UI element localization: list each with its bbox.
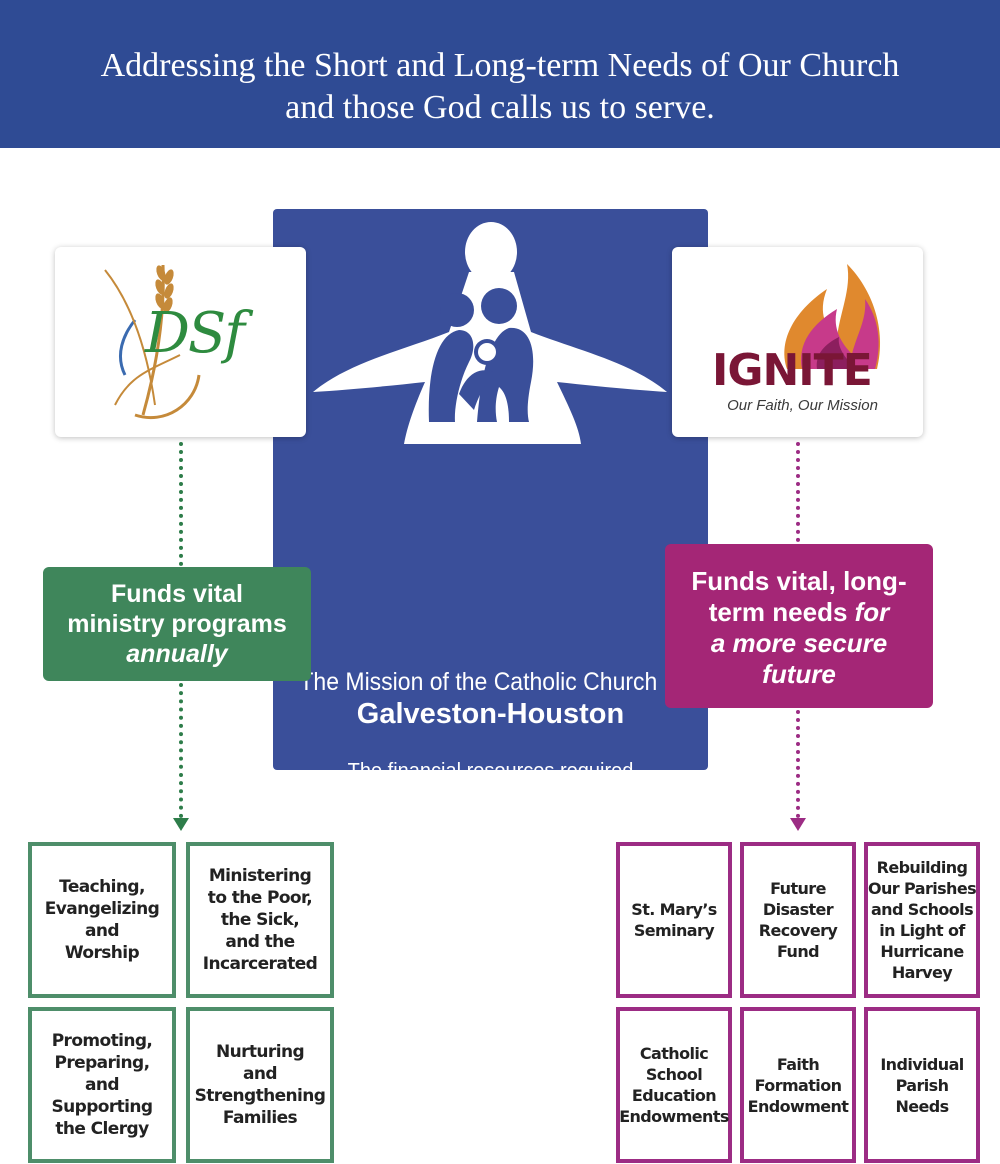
mission-title-line-1: The Mission of the Catholic Church in	[299, 668, 682, 696]
cell-line: Parish	[895, 1075, 949, 1095]
cell-line: the Sick,	[220, 910, 300, 930]
dsf-connector-top	[179, 442, 183, 566]
cell-line: Preparing,	[54, 1053, 151, 1073]
dsf-connector-bottom	[179, 683, 183, 818]
cell-line: St. Mary’s	[631, 900, 717, 919]
flame-cross-icon	[784, 264, 881, 369]
christ-embracing-family-icon	[313, 222, 667, 444]
cell-line: and Schools	[870, 900, 974, 919]
cell-line: and	[85, 921, 120, 941]
cell-line: Promoting,	[51, 1031, 153, 1051]
ignite-fund-line-2-text: term needs	[708, 597, 855, 627]
ignite-fund-line-3: a more secure	[710, 628, 888, 658]
ignite-item-parish-needs: Individual Parish Needs	[864, 1007, 980, 1163]
ignite-fund-line-4: future	[762, 659, 836, 689]
cell-line: Rebuilding	[876, 858, 968, 877]
dsf-item-clergy: Promoting, Preparing, and Supporting the…	[28, 1007, 176, 1163]
ignite-arrow-icon	[790, 818, 806, 831]
dsf-item-teaching: Teaching, Evangelizing and Worship	[28, 842, 176, 998]
ignite-connector-top	[796, 442, 800, 542]
cell-line: Nurturing	[215, 1042, 305, 1062]
mission-body-line: generous support	[412, 882, 569, 904]
ignite-fund-line-1: Funds vital, long-	[691, 566, 907, 596]
cell-line: Endowments	[619, 1107, 729, 1126]
cell-line: Harvey	[891, 963, 953, 982]
cell-line: Ministering	[208, 866, 312, 886]
dsf-logo-text: DSf	[145, 301, 245, 366]
cell-line: Disaster	[762, 900, 834, 919]
dsf-fund-line-3: annually	[126, 640, 228, 668]
dsf-item-ministering: Ministering to the Poor, the Sick, and t…	[186, 842, 334, 998]
banner-line-1: Addressing the Short and Long-term Needs…	[100, 47, 900, 84]
ignite-item-faith-formation: Faith Formation Endowment	[740, 1007, 856, 1163]
ignite-fund-line-2-italic: for	[854, 597, 890, 627]
cell-line: in Light of	[879, 921, 965, 940]
cell-line: Hurricane	[880, 942, 964, 961]
ignite-fund-line-2: term needs for	[665, 597, 933, 628]
dsf-arrow-icon	[173, 818, 189, 831]
cell-line: Strengthening	[194, 1086, 326, 1106]
cell-line: Our Parishes	[868, 879, 977, 898]
dsf-logo-card: DSf	[55, 247, 306, 437]
cell-line: Formation	[754, 1075, 842, 1095]
dsf-item-families: Nurturing and Strengthening Families	[186, 1007, 334, 1163]
ignite-tagline: Our Faith, Our Mission	[727, 397, 878, 414]
mission-body-line: Houston come from your	[381, 851, 600, 874]
ignite-item-disaster-fund: Future Disaster Recovery Fund	[740, 842, 856, 998]
cell-line: Education	[631, 1086, 717, 1105]
mission-body-line: to serve the thousands within	[360, 790, 621, 813]
cell-line: and the	[225, 932, 295, 952]
ignite-connector-bottom	[796, 710, 800, 818]
ignite-logo-card: IGNITE Our Faith, Our Mission	[672, 247, 923, 437]
cell-line: Evangelizing	[44, 899, 160, 919]
mission-body-emphasis: both	[446, 912, 491, 935]
cell-line: Seminary	[633, 921, 715, 940]
ignite-logo-text: IGNITE	[712, 345, 873, 396]
mission-description: The financial resources required to serv…	[273, 756, 708, 939]
ignite-item-seminary: St. Mary’s Seminary	[616, 842, 732, 998]
cell-line: Faith	[776, 1054, 820, 1074]
mission-body-line-last: of both efforts.	[273, 909, 708, 940]
cell-line: Individual	[880, 1054, 964, 1074]
cell-line: Worship	[64, 943, 140, 963]
dsf-fund-line-2: ministry programs	[67, 610, 287, 638]
mission-body-line: the Archdiocese of Galveston-	[357, 821, 624, 843]
cell-line: Families	[222, 1108, 298, 1128]
cell-line: the Clergy	[55, 1119, 149, 1139]
cell-line: Endowment	[747, 1096, 849, 1116]
cell-line: Supporting	[51, 1097, 154, 1117]
cell-line: Teaching,	[59, 877, 145, 897]
cell-line: Incarcerated	[202, 954, 318, 974]
cell-line: to the Poor,	[207, 888, 313, 908]
mission-title: The Mission of the Catholic Church in Ga…	[273, 667, 708, 731]
cell-line: Needs	[895, 1096, 949, 1116]
mission-title-line-2: Galveston-Houston	[356, 698, 625, 730]
mission-body-suffix: efforts.	[490, 912, 557, 935]
mission-body-prefix: of	[424, 912, 447, 935]
cell-line: Future	[770, 879, 826, 898]
cell-line: and	[243, 1064, 278, 1084]
cell-line: Fund	[777, 942, 820, 961]
header-banner: Addressing the Short and Long-term Needs…	[0, 0, 1000, 148]
ignite-item-rebuilding: Rebuilding Our Parishes and Schools in L…	[864, 842, 980, 998]
ignite-item-school-endowments: Catholic School Education Endowments	[616, 1007, 732, 1163]
cell-line: Recovery	[758, 921, 838, 940]
mission-body-line: The financial resources required	[347, 760, 634, 782]
banner-line-2: and those God calls us to serve.	[285, 89, 715, 126]
mission-panel: The Mission of the Catholic Church in Ga…	[273, 209, 708, 935]
wheat-icon	[104, 264, 201, 420]
cell-line: and	[85, 1075, 120, 1095]
cell-line: School	[645, 1065, 703, 1084]
dsf-fund-line-1: Funds vital	[111, 580, 243, 608]
cell-line: Catholic	[639, 1044, 709, 1063]
dsf-fund-description: Funds vital ministry programs annually	[43, 567, 311, 681]
ignite-fund-description: Funds vital, long- term needs for a more…	[665, 544, 933, 708]
